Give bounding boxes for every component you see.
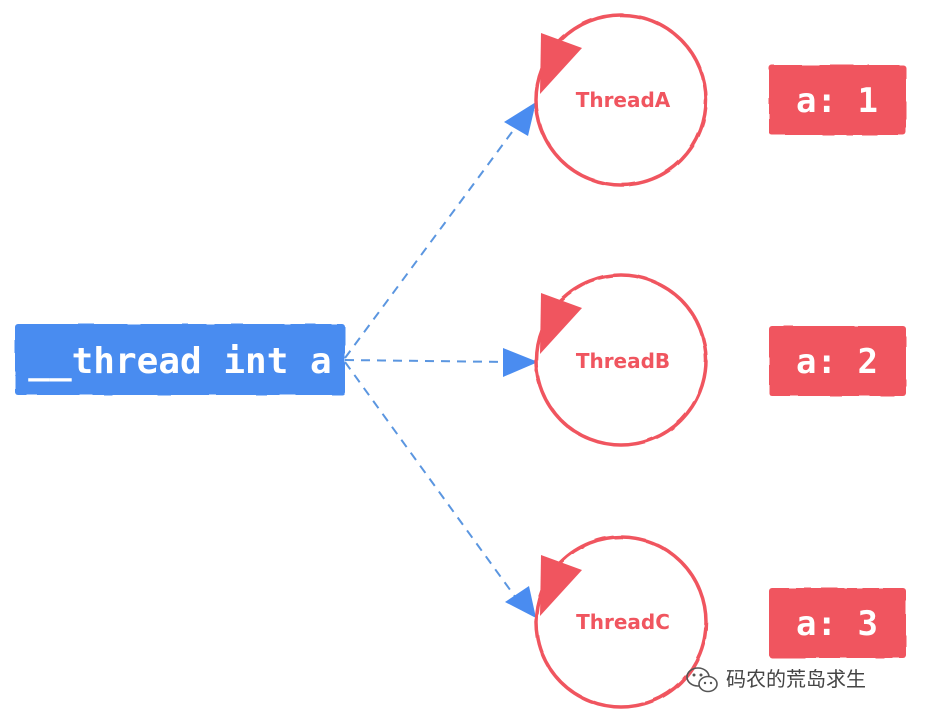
value-b-label: a: 2 xyxy=(796,342,878,382)
connectors xyxy=(344,127,517,599)
watermark: 码农的荒岛求生 xyxy=(686,667,866,693)
value-box-b: a: 2 xyxy=(769,326,906,396)
thread-c: ThreadC xyxy=(534,535,708,709)
value-box-c: a: 3 xyxy=(769,588,906,658)
connector-to-thread-a xyxy=(344,127,516,359)
wechat-icon xyxy=(686,667,718,693)
thread-a-cycle-arrow xyxy=(540,33,582,94)
thread-b-label: ThreadB xyxy=(576,349,670,373)
watermark-text: 码农的荒岛求生 xyxy=(726,667,866,691)
thread-a: ThreadA xyxy=(534,13,708,187)
arrowhead-thread-b xyxy=(503,348,538,377)
value-c-label: a: 3 xyxy=(796,604,878,644)
arrowhead-thread-a xyxy=(504,102,536,136)
connector-to-thread-c xyxy=(344,361,517,599)
thread-b: ThreadB xyxy=(534,273,708,447)
thread-a-circle xyxy=(534,13,708,187)
value-a-label: a: 1 xyxy=(796,81,878,121)
arrowhead-thread-c xyxy=(505,586,536,618)
variable-label: __thread int a xyxy=(28,341,331,382)
arrowheads xyxy=(503,102,538,618)
value-box-a: a: 1 xyxy=(769,65,906,135)
connector-to-thread-b xyxy=(344,359,509,363)
thread-c-circle xyxy=(534,535,708,709)
thread-c-label: ThreadC xyxy=(576,610,670,634)
thread-b-cycle-arrow xyxy=(540,293,582,354)
thread-c-cycle-arrow xyxy=(540,555,582,616)
thread-b-circle xyxy=(534,273,708,447)
variable-box: __thread int a xyxy=(15,324,345,395)
thread-a-label: ThreadA xyxy=(576,88,671,112)
